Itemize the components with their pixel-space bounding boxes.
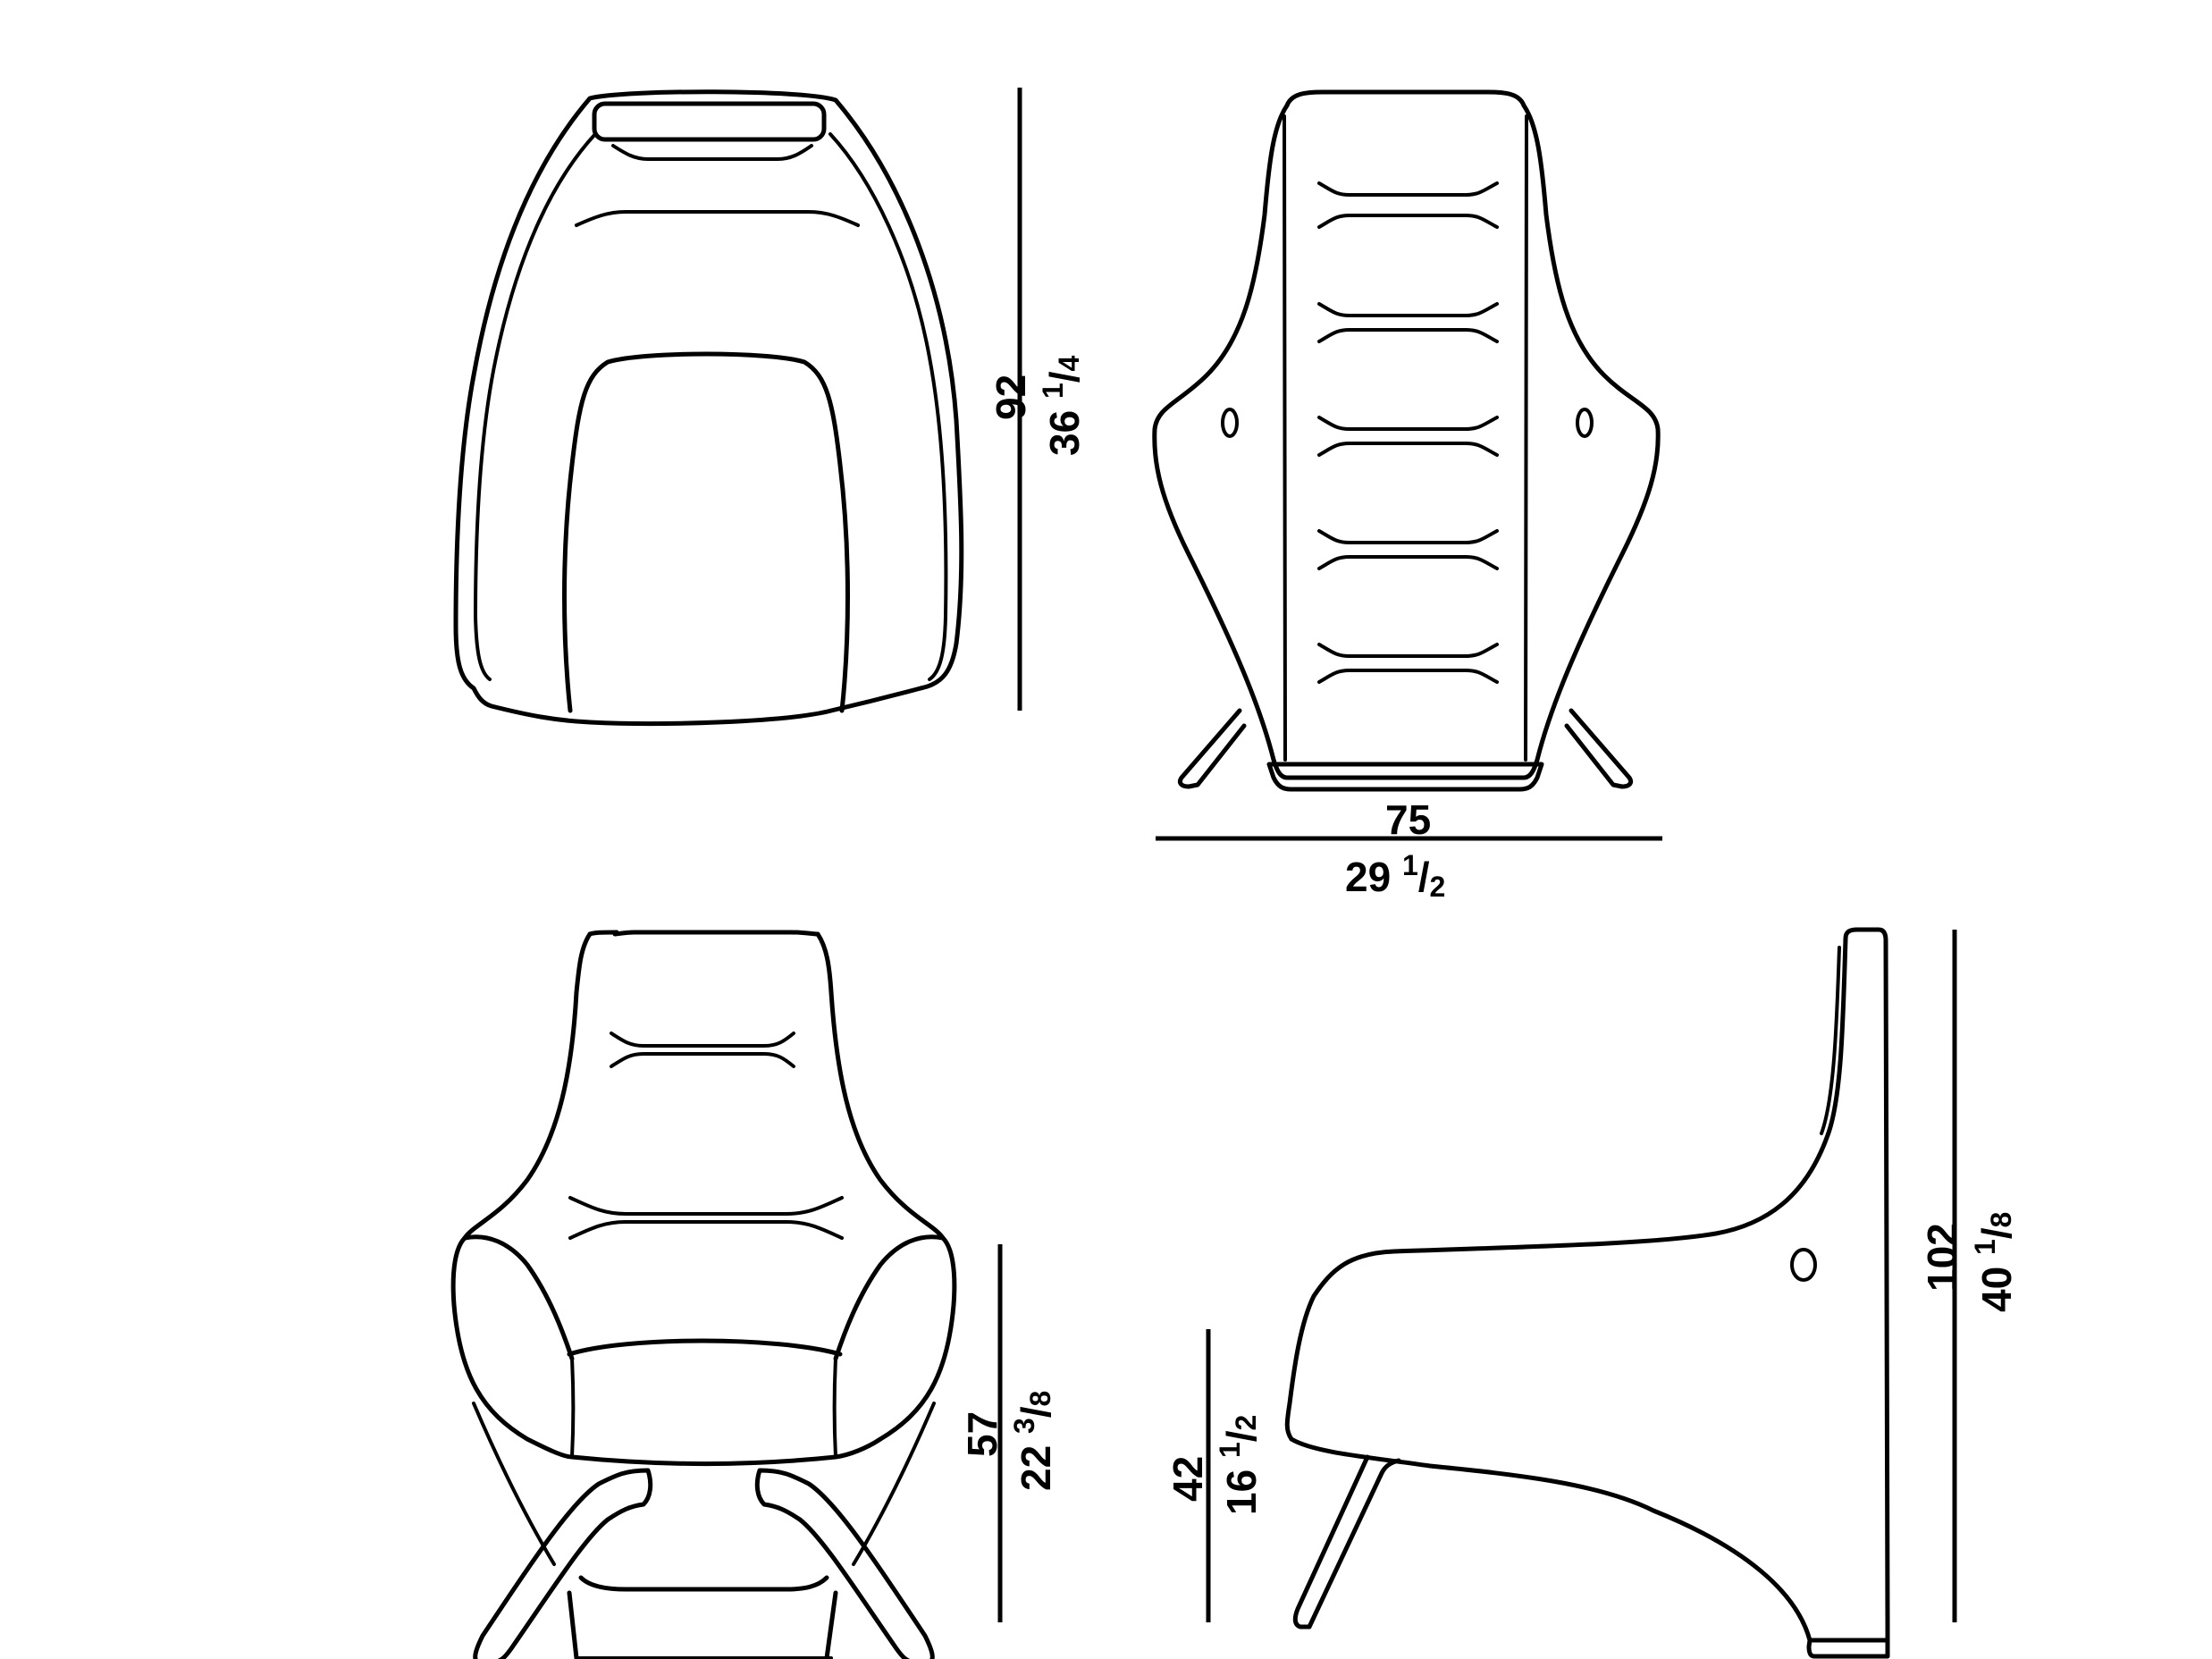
label-width-cm: 75 <box>1385 796 1432 843</box>
back-view <box>1152 89 1661 792</box>
back-stitch-lines <box>1317 181 1499 684</box>
label-arm-height-in: 22 3/8 <box>1008 1390 1059 1491</box>
label-arm-height-cm: 57 <box>959 1411 1005 1457</box>
label-top-depth-cm: 92 <box>988 374 1034 420</box>
front-view <box>450 930 957 1659</box>
label-width-in: 29 1/2 <box>1345 849 1446 903</box>
label-total-height-in: 40 1/8 <box>1969 1211 2020 1312</box>
label-total-height-cm: 102 <box>1919 1223 1965 1292</box>
side-view <box>1284 927 1890 1659</box>
top-view <box>453 89 964 726</box>
label-seat-height-in: 16 1/2 <box>1214 1414 1265 1515</box>
label-seat-height-cm: 42 <box>1165 1455 1211 1502</box>
label-top-depth-in: 36 1/4 <box>1037 355 1088 456</box>
